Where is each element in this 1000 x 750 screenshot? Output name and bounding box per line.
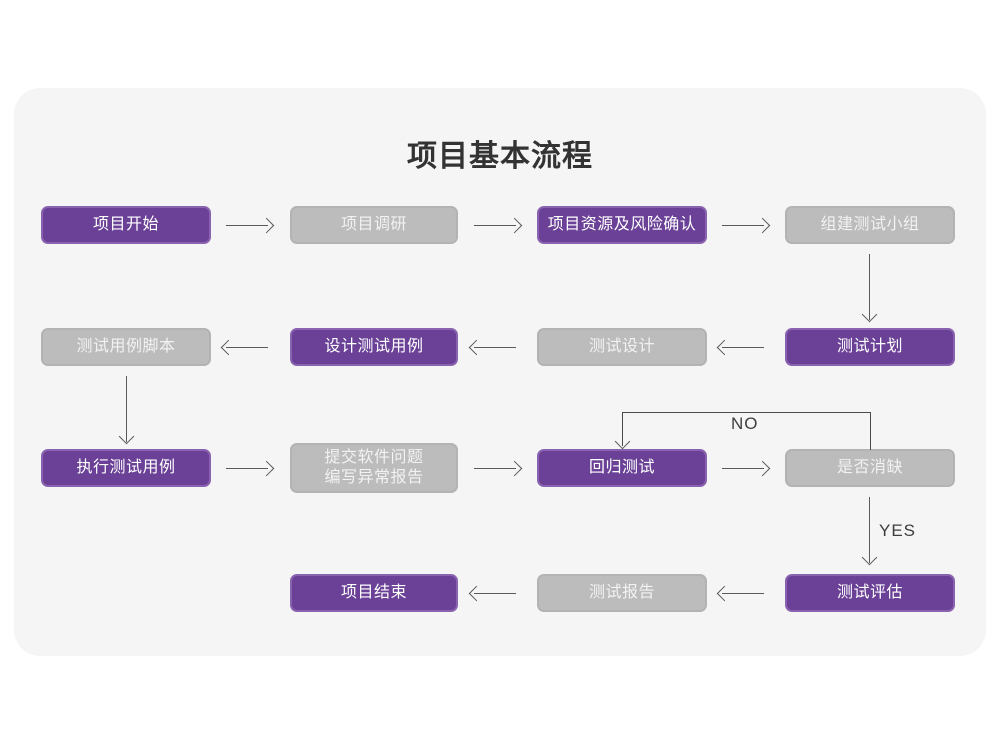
edge-script-to-execute — [126, 376, 127, 442]
node-defect-resolved[interactable]: 是否消缺 — [785, 449, 955, 487]
edge-plan-to-testdesign — [722, 347, 764, 348]
edge-design-to-script — [226, 347, 268, 348]
node-project-end[interactable]: 项目结束 — [290, 574, 458, 612]
edge-no-loop-top — [622, 412, 871, 413]
edge-yes-branch — [869, 497, 870, 563]
page-title: 项目基本流程 — [407, 140, 593, 173]
edge-label-yes: YES — [879, 521, 917, 540]
node-test-case-script[interactable]: 测试用例脚本 — [41, 328, 211, 366]
node-regression-test[interactable]: 回归测试 — [537, 449, 707, 487]
node-design-test-case[interactable]: 设计测试用例 — [290, 328, 458, 366]
node-project-start[interactable]: 项目开始 — [41, 206, 211, 244]
edge-label-no: NO — [731, 414, 759, 433]
node-test-report[interactable]: 测试报告 — [537, 574, 707, 612]
edge-report-to-end — [474, 593, 516, 594]
edge-regression-to-defect — [722, 468, 764, 469]
edge-no-loop-right-leg — [870, 412, 871, 450]
node-test-design[interactable]: 测试设计 — [537, 328, 707, 366]
node-submit-issue-report[interactable]: 提交软件问题 编写异常报告 — [290, 443, 458, 493]
node-test-plan[interactable]: 测试计划 — [785, 328, 955, 366]
node-test-evaluation[interactable]: 测试评估 — [785, 574, 955, 612]
flowchart-card — [14, 88, 986, 656]
edge-start-to-research — [226, 225, 268, 226]
edge-no-loop-left-leg — [622, 412, 623, 446]
node-build-test-team[interactable]: 组建测试小组 — [785, 206, 955, 244]
node-resource-risk-confirm[interactable]: 项目资源及风险确认 — [537, 206, 707, 244]
edge-execute-to-report — [226, 468, 268, 469]
edge-evaluation-to-report — [722, 593, 764, 594]
edge-risk-to-team — [722, 225, 764, 226]
edge-research-to-risk — [474, 225, 516, 226]
node-project-research[interactable]: 项目调研 — [290, 206, 458, 244]
node-execute-test-case[interactable]: 执行测试用例 — [41, 449, 211, 487]
edge-testdesign-to-design — [474, 347, 516, 348]
edge-team-to-plan — [869, 254, 870, 320]
edge-report-to-regression — [474, 468, 516, 469]
